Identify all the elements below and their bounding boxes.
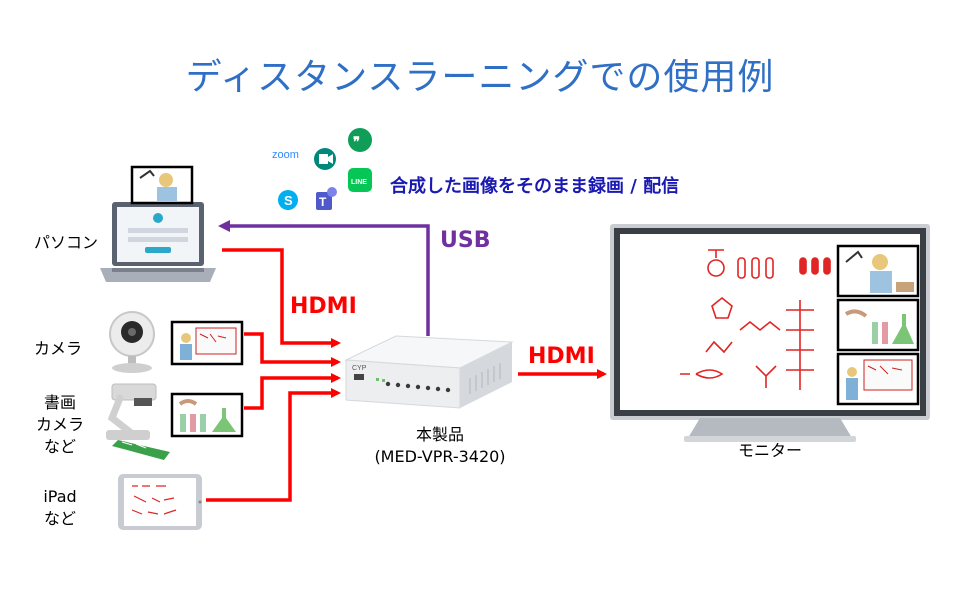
teams-icon: T xyxy=(316,187,337,210)
product-label-line1: 本製品 xyxy=(415,425,464,444)
ipad-label-line2: など xyxy=(43,509,76,528)
pc-label: パソコン xyxy=(34,233,99,252)
arrow-camera-hdmi xyxy=(244,332,341,367)
line-icon: LINE xyxy=(348,168,372,192)
ipad-label-line1: iPad xyxy=(43,487,77,506)
document-camera-preview-icon xyxy=(170,392,244,438)
product-device-icon xyxy=(344,335,514,409)
svg-text:zoom: zoom xyxy=(272,149,299,161)
arrow-usb xyxy=(218,220,430,336)
product-label: 本製品 (MED-VPR-3420) xyxy=(360,424,520,468)
webcam-icon xyxy=(109,311,155,373)
arrow-ipad-hdmi xyxy=(206,388,341,502)
arrow-doc-camera-hdmi xyxy=(244,373,341,410)
hangouts-icon: ❞ xyxy=(348,128,372,152)
camera-label: カメラ xyxy=(34,339,83,358)
monitor-label: モニター xyxy=(737,441,802,460)
svg-text:S: S xyxy=(284,193,293,208)
device-brand-text: CYP xyxy=(352,365,367,372)
zoom-icon: zoom xyxy=(272,149,299,161)
document-camera-icon xyxy=(106,383,170,460)
ipad-label: iPad など xyxy=(30,486,90,530)
google-meet-icon xyxy=(314,148,336,170)
skype-icon: S xyxy=(278,190,298,210)
hdmi-input-label: HDMI xyxy=(290,294,357,319)
doc-camera-label-line1: 書画 xyxy=(43,393,76,412)
record-stream-text: 合成した画像をそのまま録画 / 配信 xyxy=(390,176,680,197)
monitor-preview-pc-icon xyxy=(836,244,920,298)
svg-text:T: T xyxy=(319,195,327,209)
doc-camera-label-line2: カメラ xyxy=(35,415,84,434)
product-label-line2: (MED-VPR-3420) xyxy=(374,447,506,466)
monitor-preview-doc-camera-icon xyxy=(836,298,920,352)
hdmi-output-label: HDMI xyxy=(528,344,595,369)
doc-camera-label-line3: など xyxy=(43,437,76,456)
svg-text:LINE: LINE xyxy=(351,179,367,186)
pc-camera-preview-icon xyxy=(130,165,194,205)
ipad-icon xyxy=(118,474,202,530)
laptop-icon xyxy=(100,202,216,282)
monitor-preview-camera-icon xyxy=(836,352,920,406)
svg-text:❞: ❞ xyxy=(353,134,360,149)
arrow-pc-hdmi xyxy=(222,248,341,348)
page-title: ディスタンスラーニングでの使用例 xyxy=(185,57,775,98)
doc-camera-label: 書画 カメラ など xyxy=(30,392,90,458)
whiteboard-content-icon xyxy=(680,249,831,390)
camera-preview-icon xyxy=(170,320,244,366)
usb-label: USB xyxy=(440,228,491,253)
